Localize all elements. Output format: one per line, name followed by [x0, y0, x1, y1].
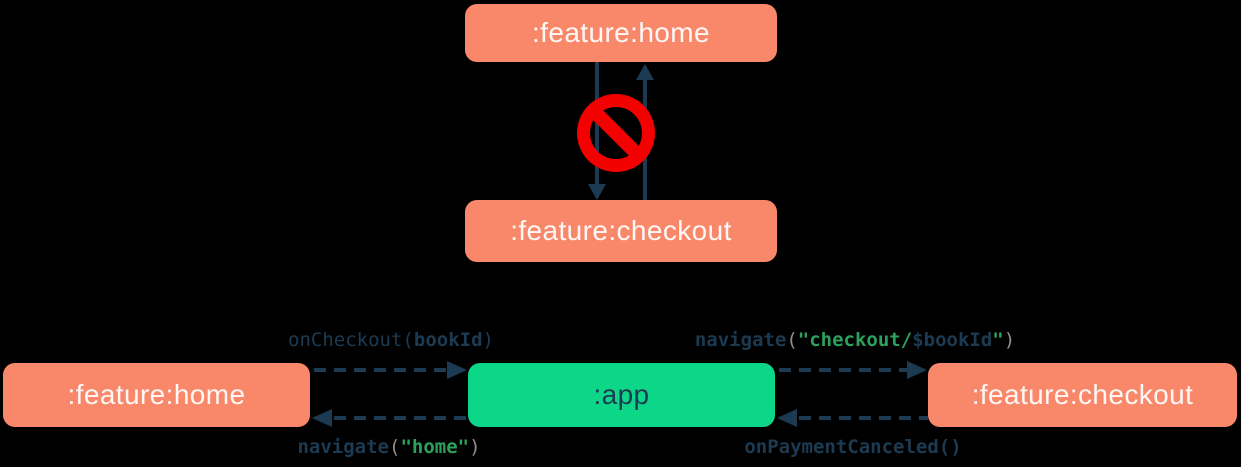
bottom-feature-checkout-label: :feature:checkout	[971, 379, 1194, 410]
arrow-checkout-to-home-head	[636, 64, 654, 80]
arrow-checkout-to-app-head	[777, 409, 797, 427]
top-module-box-feature-home: :feature:home	[465, 4, 777, 62]
label-onpaymentcanceled: onPaymentCanceled()	[744, 436, 962, 458]
arrow-app-to-checkout-line	[779, 368, 909, 372]
label-navigate-checkout: navigate("checkout/$bookId")	[694, 329, 1016, 351]
bottom-module-box-feature-checkout: :feature:checkout	[928, 363, 1237, 427]
arrow-home-to-app-line	[314, 368, 450, 372]
top-feature-home-label: :feature:home	[532, 17, 710, 48]
arrow-home-to-app-head	[447, 361, 467, 379]
top-module-box-feature-checkout: :feature:checkout	[465, 200, 777, 262]
arrow-app-to-home-head	[312, 409, 332, 427]
bottom-module-box-feature-home: :feature:home	[3, 363, 310, 427]
top-feature-checkout-label: :feature:checkout	[510, 215, 732, 246]
label-navigate-home: navigate("home")	[297, 436, 481, 458]
no-entry-icon	[577, 94, 655, 172]
arrow-app-to-checkout-head	[907, 361, 927, 379]
arrow-app-to-home-line	[334, 416, 468, 420]
bottom-feature-home-label: :feature:home	[67, 379, 246, 410]
arrow-home-to-checkout-head	[588, 184, 606, 200]
app-label: :app	[593, 379, 650, 410]
arrow-checkout-to-app-line	[799, 416, 928, 420]
bottom-module-box-app: :app	[468, 363, 775, 427]
label-oncheckout: onCheckout(bookId)	[288, 329, 494, 351]
